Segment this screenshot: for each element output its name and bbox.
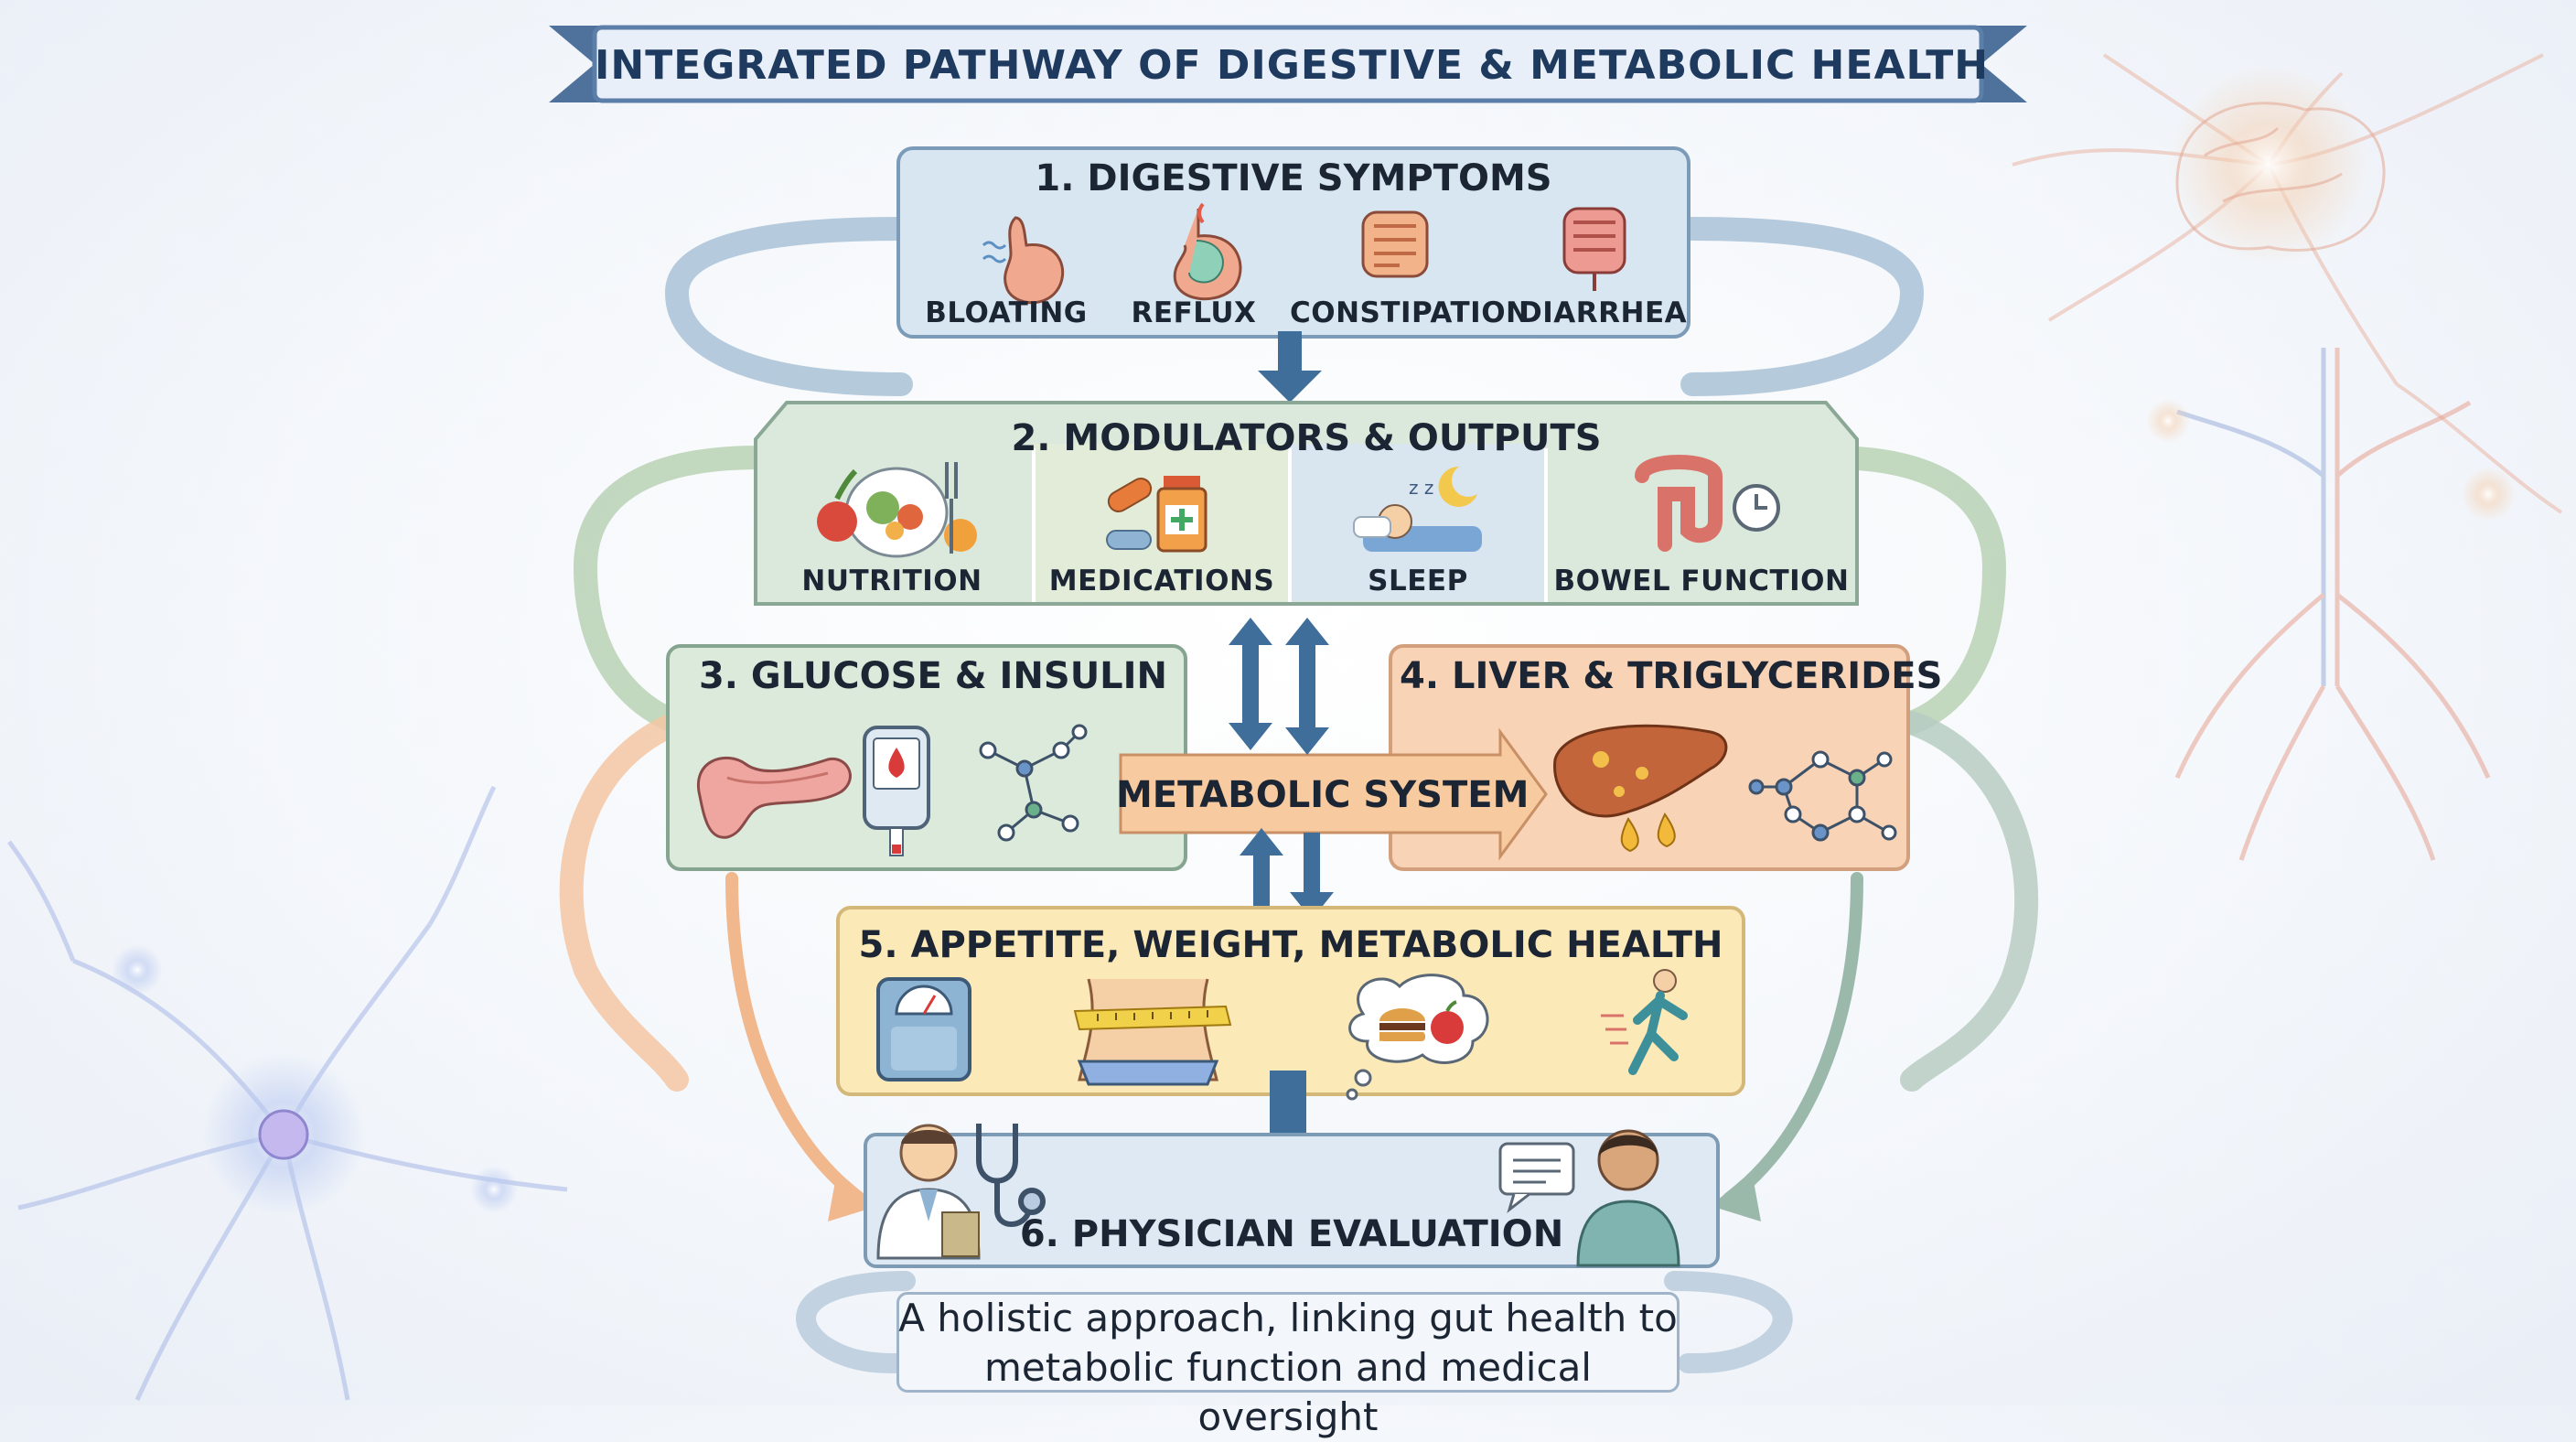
item-constipation: CONSTIPATION — [1290, 296, 1530, 329]
section-title-modulators: 2. MODULATORS & OUTPUTS — [1011, 417, 1602, 459]
caption-text: A holistic approach, linking gut health … — [896, 1294, 1680, 1442]
connector-network — [559, 217, 2039, 1373]
stomach-reflux-icon — [1173, 202, 1242, 301]
section-appetite-weight — [836, 906, 1745, 1096]
glucometer-icon — [863, 726, 930, 856]
speech-bubble-icon — [1498, 1142, 1575, 1214]
section-title-appetite: 5. APPETITE, WEIGHT, METABOLIC HEALTH — [858, 924, 1723, 966]
molecule-icon — [979, 724, 1088, 842]
arrow-down-1-2 — [1258, 331, 1322, 403]
bowel-clock-icon — [1635, 455, 1780, 552]
stethoscope-icon — [976, 1124, 1046, 1227]
metabolic-system-label: METABOLIC SYSTEM — [1116, 774, 1530, 816]
section-title-glucose: 3. GLUCOSE & INSULIN — [698, 655, 1168, 697]
pancreas-icon — [696, 756, 852, 839]
arrow-bidirectional-2-3 — [1229, 618, 1329, 755]
triglyceride-molecule-icon — [1748, 750, 1897, 842]
section-title-physician: 6. PHYSICIAN EVALUATION — [1019, 1213, 1564, 1255]
item-sleep: SLEEP — [1368, 565, 1468, 597]
liver-icon — [1553, 724, 1728, 853]
caption-line-1: A holistic approach, linking gut health … — [898, 1296, 1678, 1340]
item-nutrition: NUTRITION — [801, 565, 982, 597]
neuron-soma — [258, 1109, 309, 1160]
vascular-tree-right — [2174, 348, 2491, 861]
scale-icon — [876, 977, 971, 1082]
runner-icon — [1601, 969, 1688, 1075]
item-bloating: BLOATING — [925, 296, 1088, 329]
title-banner — [549, 25, 2027, 103]
section-title-digestive: 1. DIGESTIVE SYMPTOMS — [1035, 157, 1552, 199]
diagram-title: INTEGRATED PATHWAY OF DIGESTIVE & METABO… — [595, 42, 1990, 89]
patient-icon — [1576, 1129, 1680, 1267]
section-digestive-symptoms — [896, 146, 1690, 339]
metabolic-arrow — [1119, 727, 1548, 861]
item-medications: MEDICATIONS — [1048, 565, 1275, 597]
food-plate-icon — [817, 462, 977, 558]
intestine-diarrhea-icon — [1562, 207, 1626, 291]
section-modulators-outputs: z z — [754, 401, 1859, 606]
doctor-icon — [876, 1124, 981, 1260]
stomach-bloating-icon — [982, 216, 1065, 305]
section-physician-evaluation — [864, 1133, 1720, 1268]
sleep-icon: z z — [1353, 466, 1482, 552]
caption-line-2: metabolic function and medical oversight — [984, 1345, 1592, 1439]
brain-outline — [2175, 102, 2386, 252]
item-reflux: REFLUX — [1131, 296, 1257, 329]
svg-text:z z: z z — [1409, 477, 1433, 499]
caption-box — [896, 1292, 1680, 1393]
medication-icon — [1106, 476, 1208, 553]
background-decoration — [6, 53, 2563, 1402]
food-thought-icon — [1346, 974, 1489, 1101]
waist-measure-icon — [1073, 978, 1232, 1086]
item-diarrhea: DIARRHEA — [1519, 296, 1688, 329]
intestine-constipation-icon — [1361, 210, 1429, 278]
section-title-liver: 4. LIVER & TRIGLYCERIDES — [1400, 655, 1943, 697]
item-bowel-function: BOWEL FUNCTION — [1553, 565, 1850, 597]
